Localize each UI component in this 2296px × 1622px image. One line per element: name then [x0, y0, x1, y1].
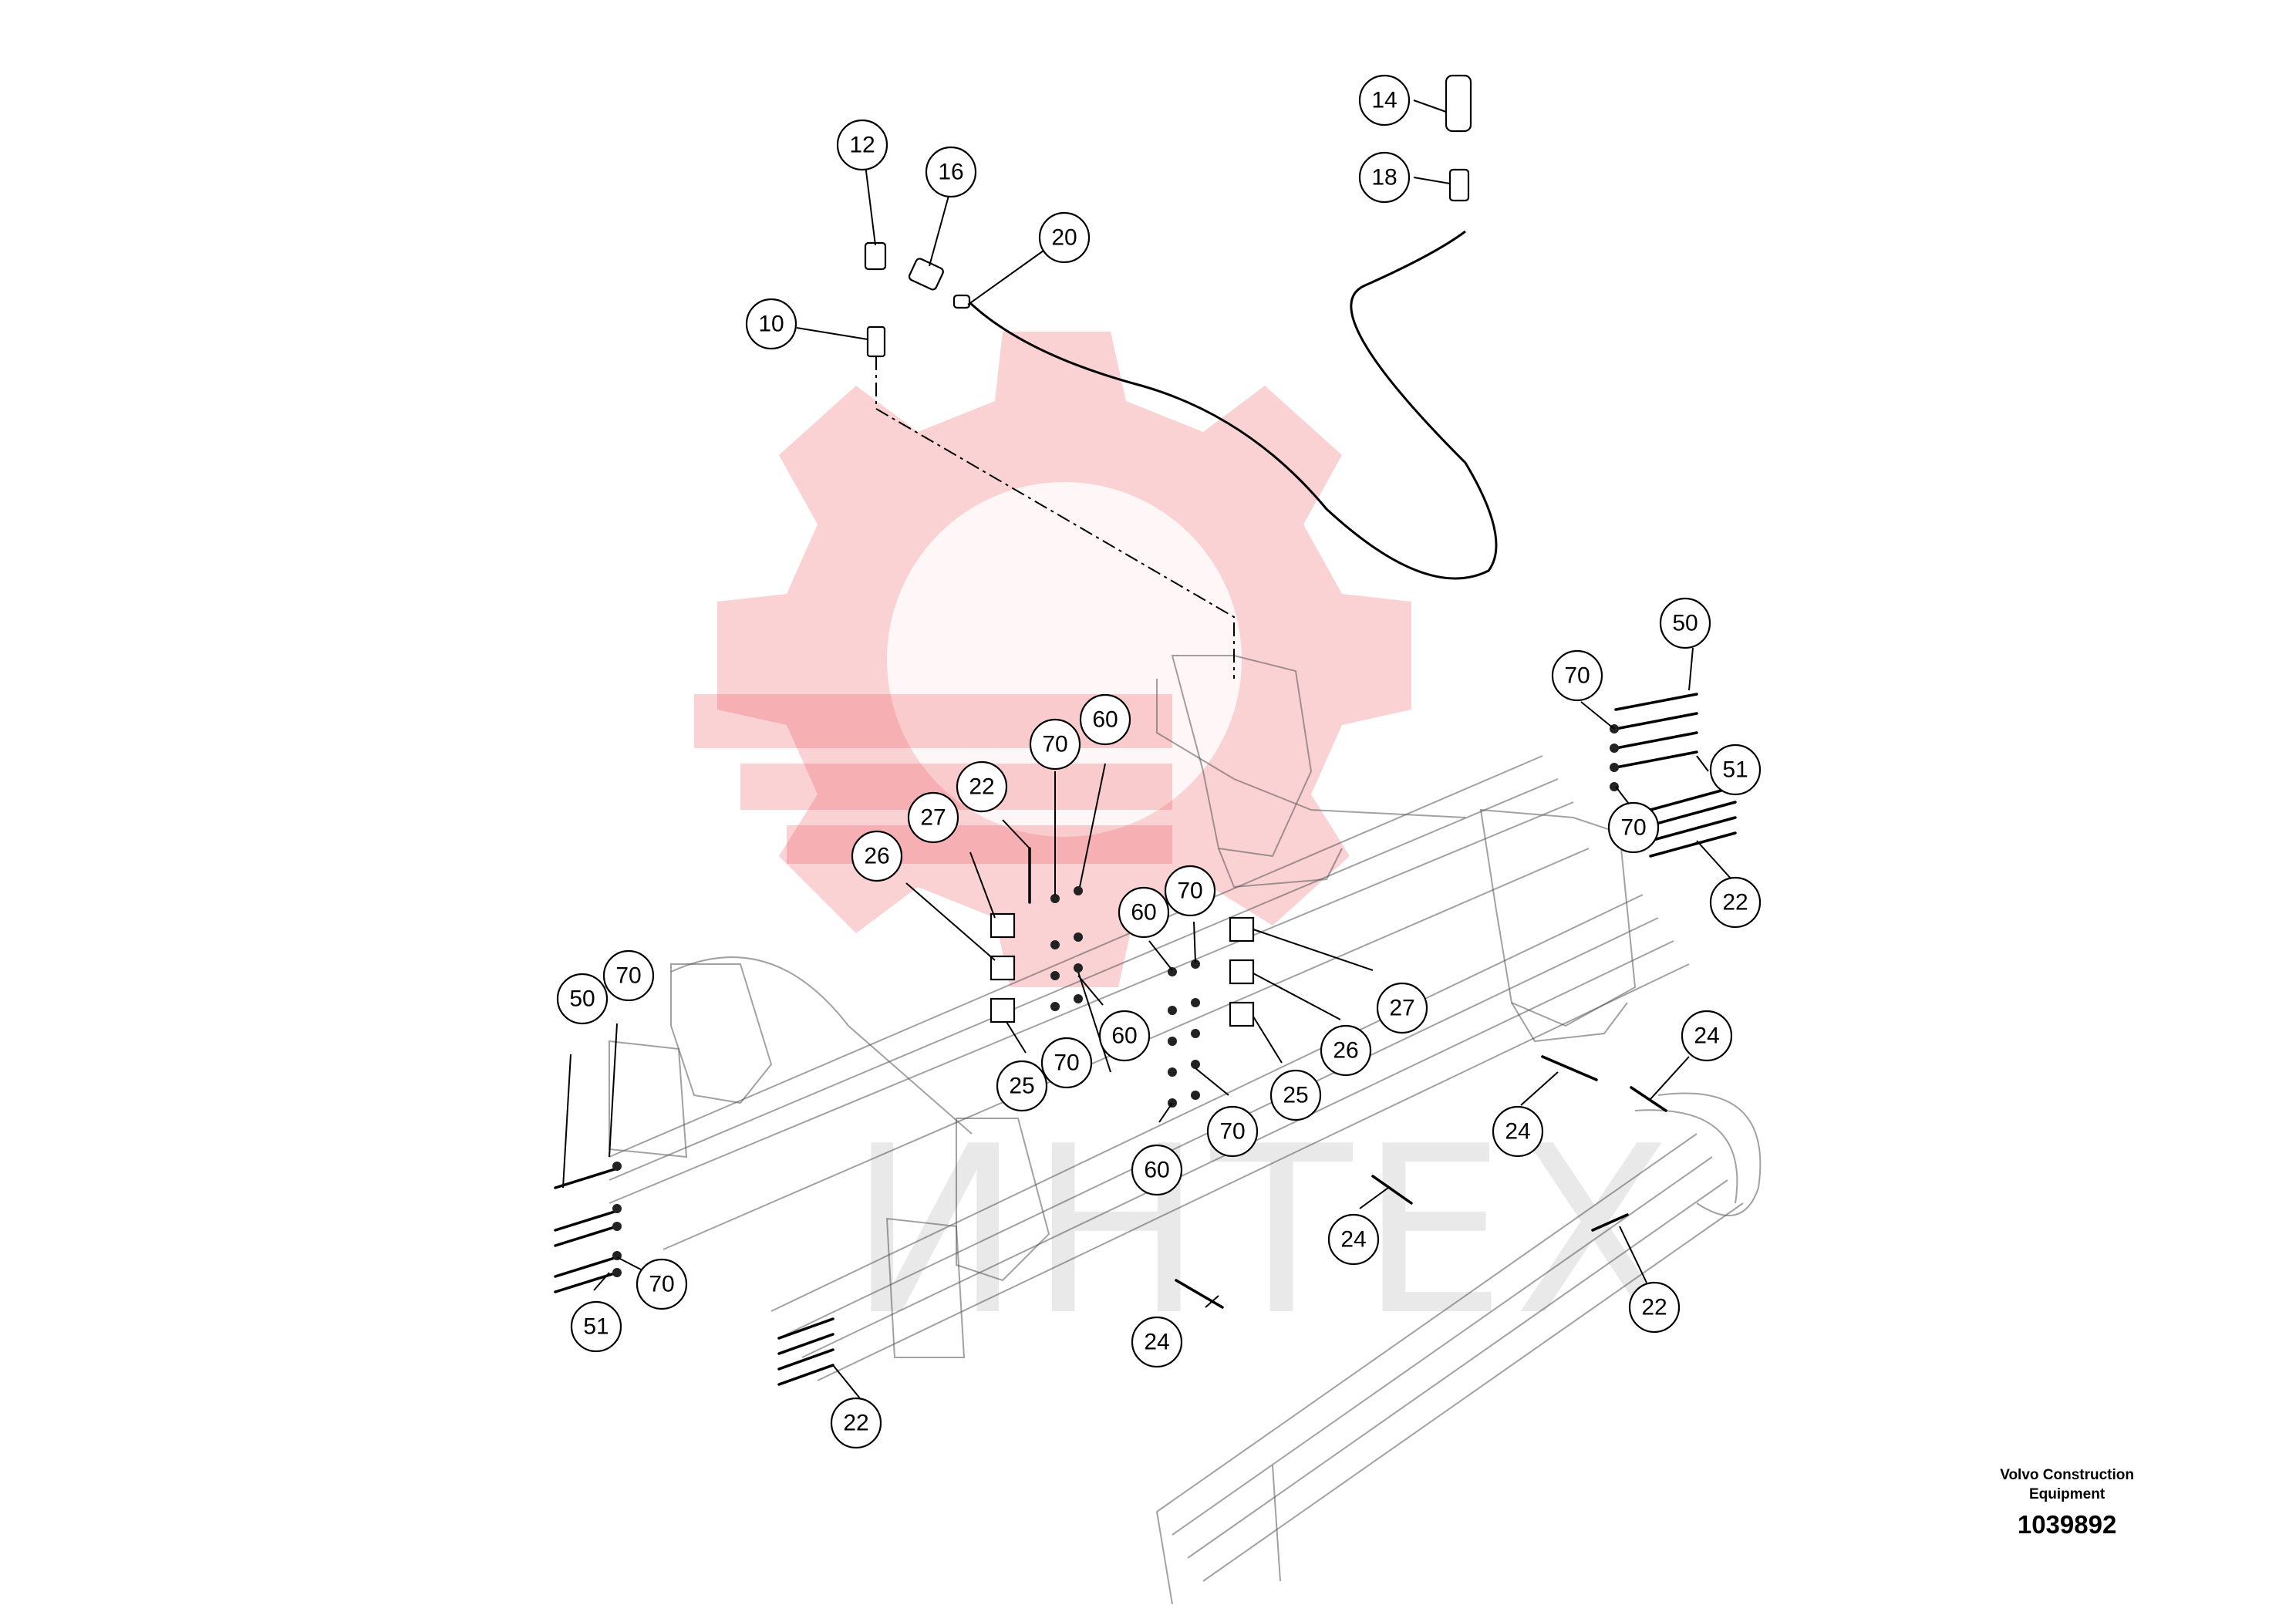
- callout-18: 18: [1358, 151, 1411, 204]
- callout-24-center: 24: [1327, 1213, 1380, 1266]
- callout-51-right: 51: [1709, 744, 1762, 796]
- watermark-gear-icon: [694, 332, 1411, 987]
- svg-text:60: 60: [1092, 707, 1118, 733]
- callout-24-far-right: 24: [1681, 1010, 1733, 1062]
- callout-26-left: 26: [851, 830, 903, 882]
- svg-text:22: 22: [1722, 890, 1748, 916]
- svg-text:18: 18: [1371, 165, 1397, 191]
- svg-text:70: 70: [615, 963, 641, 989]
- svg-text:70: 70: [1054, 1050, 1079, 1076]
- svg-text:60: 60: [1144, 1158, 1169, 1183]
- svg-text:50: 50: [569, 986, 595, 1012]
- title-block: Volvo Construction Equipment 1039892: [2000, 1465, 2134, 1539]
- callout-27-right: 27: [1376, 982, 1428, 1034]
- svg-text:70: 70: [1620, 815, 1646, 841]
- callout-20: 20: [1038, 211, 1091, 264]
- callout-14: 14: [1358, 74, 1411, 126]
- callout-24-right: 24: [1492, 1105, 1544, 1158]
- callout-60-center-top: 60: [1079, 693, 1131, 746]
- callout-22-bottom-left: 22: [830, 1397, 882, 1449]
- callout-27-left: 27: [907, 791, 959, 844]
- sensor-assembly: [864, 74, 1498, 679]
- callout-24-bottom: 24: [1131, 1316, 1183, 1368]
- callout-70-right-top: 70: [1551, 649, 1603, 702]
- callout-22-right: 22: [1709, 876, 1762, 929]
- clamp-27-right: [1229, 916, 1255, 943]
- assembly-line: [875, 356, 1235, 679]
- svg-text:27: 27: [1389, 996, 1414, 1021]
- svg-text:24: 24: [1694, 1023, 1719, 1049]
- svg-text:24: 24: [1144, 1330, 1169, 1355]
- callout-60-bottom: 60: [1131, 1144, 1183, 1196]
- callout-70-mid: 70: [1164, 865, 1216, 917]
- svg-text:70: 70: [1564, 663, 1590, 689]
- svg-text:22: 22: [969, 774, 994, 800]
- callout-16: 16: [925, 146, 977, 198]
- fitting-18: [1448, 168, 1470, 202]
- callout-26-right: 26: [1320, 1024, 1372, 1077]
- drawing-number: 1039892: [2017, 1510, 2117, 1539]
- callout-22-bottom-right: 22: [1628, 1281, 1681, 1334]
- callout-60-mid: 60: [1118, 886, 1170, 939]
- svg-text:20: 20: [1051, 225, 1077, 251]
- callout-50-right: 50: [1659, 597, 1711, 649]
- svg-text:70: 70: [1219, 1119, 1245, 1145]
- svg-text:24: 24: [1340, 1227, 1366, 1253]
- svg-text:26: 26: [1333, 1038, 1358, 1064]
- svg-text:50: 50: [1672, 611, 1698, 636]
- svg-text:25: 25: [1009, 1074, 1034, 1099]
- svg-text:16: 16: [938, 160, 963, 185]
- callout-60-left: 60: [1098, 1010, 1151, 1062]
- frame-ghost: [609, 655, 1762, 1605]
- callout-12: 12: [836, 119, 888, 171]
- callout-51-left: 51: [570, 1300, 622, 1353]
- svg-text:26: 26: [864, 844, 889, 869]
- connector-20: [952, 294, 971, 309]
- svg-text:22: 22: [1641, 1295, 1667, 1320]
- adapter-16: [908, 258, 944, 291]
- callout-10: 10: [745, 298, 797, 350]
- svg-text:51: 51: [583, 1314, 609, 1340]
- clamp-25-left: [990, 997, 1016, 1023]
- clamp-25-right: [1229, 1001, 1255, 1027]
- clamp-26-right: [1229, 959, 1255, 985]
- callout-50-left: 50: [556, 973, 609, 1025]
- callout-70-right-low: 70: [1206, 1105, 1259, 1158]
- svg-text:14: 14: [1371, 88, 1397, 113]
- svg-text:24: 24: [1505, 1119, 1530, 1145]
- callout-70-left-top: 70: [602, 949, 655, 1002]
- svg-text:10: 10: [758, 312, 784, 337]
- svg-text:12: 12: [849, 133, 875, 158]
- callout-70-center-top: 70: [1029, 718, 1081, 771]
- svg-text:22: 22: [843, 1411, 868, 1436]
- leader-lines: [562, 99, 1732, 1399]
- cable-20: [968, 230, 1498, 580]
- callout-25-left: 25: [996, 1060, 1048, 1112]
- svg-text:27: 27: [920, 805, 946, 831]
- sensor-14: [1445, 74, 1472, 133]
- elbow-fitting-12: [864, 241, 887, 271]
- callout-70-center-low: 70: [1040, 1037, 1093, 1089]
- svg-text:25: 25: [1283, 1083, 1308, 1108]
- svg-text:70: 70: [1042, 732, 1067, 757]
- svg-text:70: 70: [649, 1272, 674, 1297]
- svg-text:60: 60: [1111, 1023, 1137, 1049]
- callout-70-left-low: 70: [636, 1258, 688, 1310]
- callout-70-right-mid: 70: [1607, 801, 1660, 854]
- nipple-10: [866, 325, 886, 358]
- svg-text:60: 60: [1131, 900, 1156, 926]
- svg-text:51: 51: [1722, 757, 1748, 783]
- callout-22-center: 22: [956, 760, 1008, 813]
- callout-25-right: 25: [1269, 1069, 1322, 1121]
- company-name: Volvo Construction Equipment: [2000, 1467, 2134, 1502]
- svg-text:70: 70: [1177, 878, 1202, 904]
